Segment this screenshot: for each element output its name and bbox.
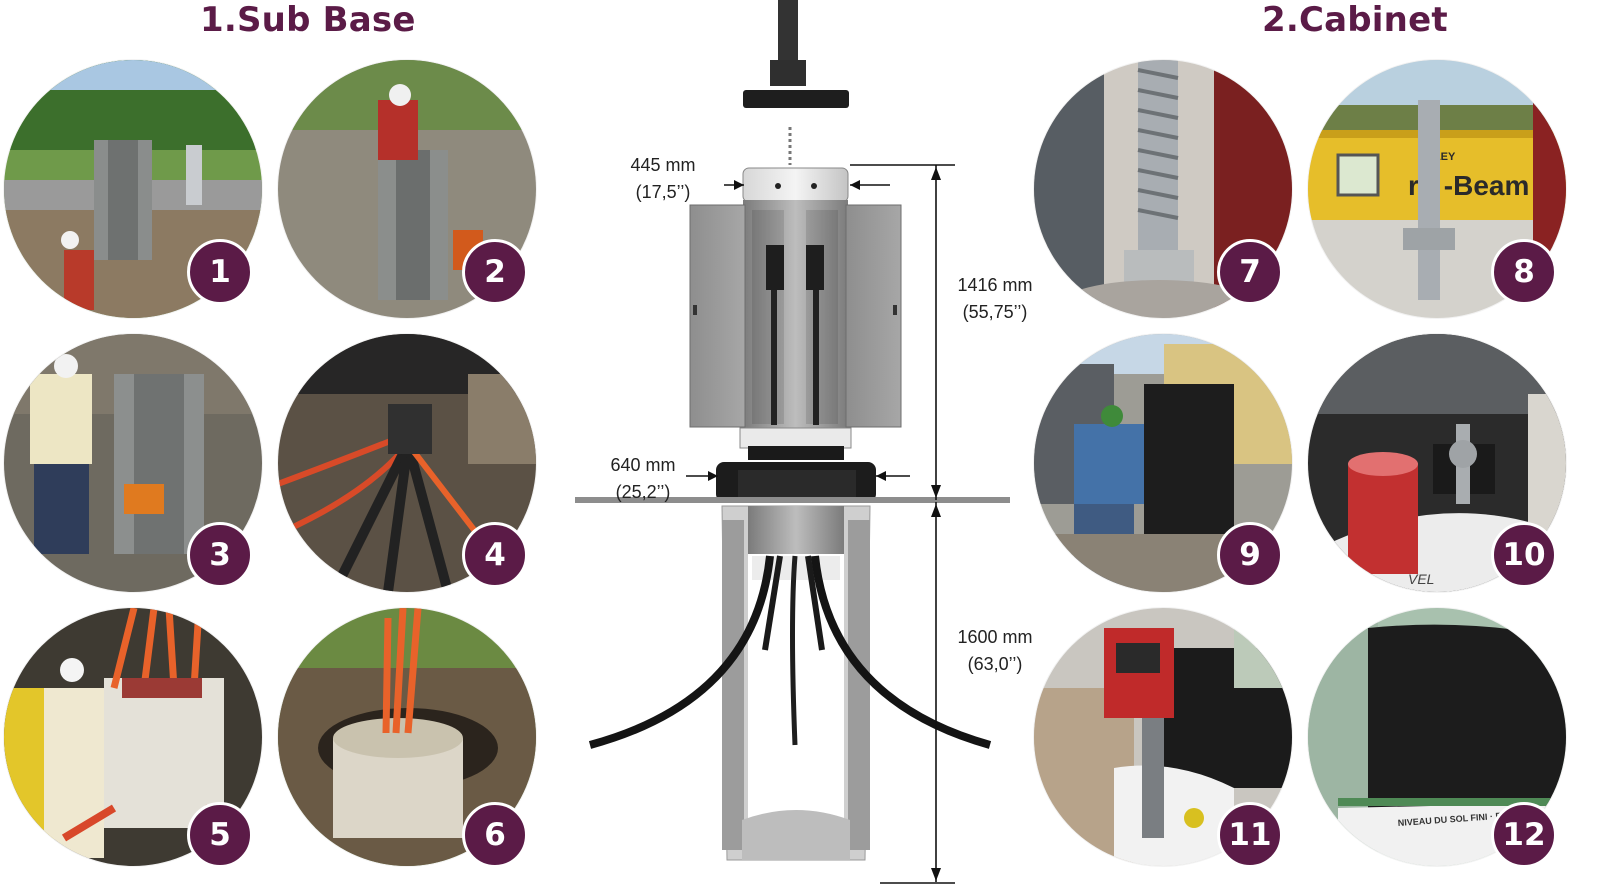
cabinet-top-ring <box>742 167 849 203</box>
base-width-in: (25,2’’) <box>615 482 671 502</box>
step-1-photo <box>4 60 262 318</box>
cable-right <box>811 555 992 749</box>
base-width-label: 640 mm (25,2’’) <box>592 452 694 506</box>
cabinet-title: 2.Cabinet <box>1262 0 1448 40</box>
cabinet-height-in: (55,75’’) <box>962 302 1028 322</box>
cabinet-height-label: 1416 mm (55,75’’) <box>945 272 1045 326</box>
step-3-badge: 3 <box>187 522 253 588</box>
cable-center <box>790 555 798 746</box>
step-11-photo <box>1034 608 1292 866</box>
top-width-label: 445 mm (17,5’’) <box>612 152 714 206</box>
step-11-badge: 11 <box>1217 802 1283 868</box>
step-9-badge: 9 <box>1217 522 1283 588</box>
top-width-mm: 445 mm <box>630 155 696 175</box>
base-width-mm: 640 mm <box>610 455 676 475</box>
step-12-badge: 12 <box>1491 802 1557 868</box>
subbase-height-mm: 1600 mm <box>957 627 1033 647</box>
step-6-badge: 6 <box>462 802 528 868</box>
step-10-badge: 10 <box>1491 522 1557 588</box>
step-2-badge: 2 <box>462 239 528 305</box>
step-8-badge: 8 <box>1491 239 1557 305</box>
lid-plate <box>743 90 849 108</box>
level-word-text: VEL <box>1408 571 1434 587</box>
mast-collar <box>770 60 806 86</box>
step-10-photo: VEL <box>1308 334 1566 592</box>
step-3-photo <box>4 334 262 592</box>
subbase-height-in: (63,0’’) <box>967 654 1023 674</box>
sub-base-title: 1.Sub Base <box>200 0 416 40</box>
cable-left <box>588 555 774 749</box>
step-9-photo <box>1034 334 1292 592</box>
subbase-height-label: 1600 mm (63,0’’) <box>945 624 1045 678</box>
cabinet-bottom-ring <box>739 427 852 449</box>
left-door <box>689 204 746 428</box>
step-4-badge: 4 <box>462 522 528 588</box>
right-door <box>845 204 902 428</box>
cabinet-body <box>743 200 848 430</box>
cabinet-height-mm: 1416 mm <box>957 275 1033 295</box>
step-7-badge: 7 <box>1217 239 1283 305</box>
step-5-badge: 5 <box>187 802 253 868</box>
step-5-photo <box>4 608 262 866</box>
step-1-badge: 1 <box>187 239 253 305</box>
top-width-in: (17,5’’) <box>635 182 691 202</box>
